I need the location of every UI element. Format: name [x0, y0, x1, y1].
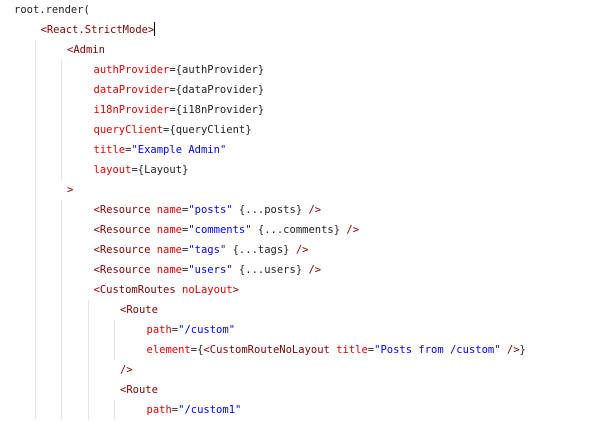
code-line: <Resource name="posts" {...posts} /> [94, 200, 322, 220]
code-line: <Resource name="tags" {...tags} /> [94, 240, 309, 260]
code-token-attr: authProvider [93, 64, 170, 76]
code-token-text: ={dataProvider} [169, 84, 265, 96]
indent-guide [61, 60, 62, 180]
code-token-text: = [182, 264, 189, 276]
text-cursor [154, 22, 156, 36]
code-token-value: "/custom" [178, 324, 236, 336]
code-token-text: = [182, 204, 189, 216]
code-token-attr: title [93, 144, 126, 156]
code-token-text: = [125, 144, 132, 156]
code-line: <Route [120, 380, 158, 400]
code-token-text: root.render( [14, 4, 90, 16]
code-token-tag: /> [308, 264, 322, 276]
code-line: /> [120, 360, 133, 380]
code-token-tag: > [232, 284, 239, 296]
code-line: authProvider={authProvider} [94, 60, 265, 80]
code-token-tag: /> [308, 204, 322, 216]
indent-guide [87, 300, 89, 420]
code-token-tag: <Route [120, 384, 158, 396]
code-token-text: = [182, 224, 189, 236]
code-token-value: "Example Admin" [131, 144, 227, 156]
code-token-value: "/custom1" [178, 404, 242, 416]
code-line: element={<CustomRouteNoLayout title="Pos… [147, 340, 526, 360]
indent-guide [114, 400, 115, 420]
code-token-text: = [171, 324, 179, 336]
code-line: > [67, 180, 73, 200]
code-token-tag: <Admin [67, 44, 105, 56]
code-token-attr: name [156, 224, 183, 236]
code-token-text: {...tags} [226, 244, 296, 256]
code-line: <React.StrictMode> [41, 20, 156, 40]
code-token-value: "Posts from /custom" [374, 344, 501, 356]
code-line: root.render( [14, 0, 90, 20]
code-token-attr: layout [93, 164, 132, 176]
code-token-tag: <Resource [93, 244, 157, 256]
code-line: <Route [120, 300, 158, 320]
code-token-attr: queryClient [93, 124, 164, 136]
code-token-text: {...users} [232, 264, 309, 276]
code-token-text: ={i18nProvider} [169, 104, 265, 116]
indent-guide [114, 320, 115, 360]
code-token-tag: /> [295, 244, 309, 256]
code-token-value: "posts" [188, 204, 233, 216]
code-token-text: ={Layout} [131, 164, 189, 176]
indent-guide [34, 40, 36, 420]
code-token-text: } [519, 344, 526, 356]
code-token-attr: name [156, 204, 183, 216]
code-token-text: = [182, 244, 189, 256]
code-token-text: {...posts} [232, 204, 309, 216]
code-line: <Resource name="comments" {...comments} … [94, 220, 360, 240]
code-token-text: = [171, 404, 179, 416]
code-token-attr: path [146, 404, 172, 416]
code-line: <CustomRoutes noLayout> [94, 280, 239, 300]
code-line: <Resource name="users" {...users} /> [94, 260, 322, 280]
code-token-attr: name [156, 244, 183, 256]
code-token-text: ={queryClient} [163, 124, 252, 136]
code-token-tag: /> [120, 364, 133, 376]
code-token-attr: title [336, 344, 368, 356]
code-line: path="/custom" [147, 320, 236, 340]
code-token-tag: <Resource [93, 224, 157, 236]
code-token-tag: <CustomRouteNoLayout [203, 344, 337, 356]
code-token-tag: <Resource [93, 204, 157, 216]
code-line: queryClient={queryClient} [94, 120, 252, 140]
code-token-attr: noLayout [182, 284, 233, 296]
indent-guide [61, 200, 62, 420]
code-token-value: "comments" [188, 224, 252, 236]
code-token-text: ={authProvider} [169, 64, 265, 76]
code-token-tag: <Resource [93, 264, 157, 276]
code-line: <Admin [67, 40, 105, 60]
code-token-attr: dataProvider [93, 84, 170, 96]
code-token-tag: <Route [120, 304, 158, 316]
code-line: path="/custom1" [147, 400, 242, 420]
code-token-value: "tags" [188, 244, 227, 256]
code-line: layout={Layout} [94, 160, 189, 180]
code-token-text: {...comments} [251, 224, 347, 236]
code-token-attr: name [156, 264, 183, 276]
code-token-tag: /> [346, 224, 360, 236]
code-token-attr: element [146, 344, 191, 356]
code-token-text: = [367, 344, 375, 356]
code-token-attr: i18nProvider [93, 104, 170, 116]
code-line: dataProvider={dataProvider} [94, 80, 265, 100]
code-token-tag: /> [506, 344, 520, 356]
code-line: i18nProvider={i18nProvider} [94, 100, 265, 120]
code-token-text: ={ [190, 344, 204, 356]
code-token-tag: <React.StrictMode> [40, 24, 155, 36]
code-line: title="Example Admin" [94, 140, 227, 160]
code-token-attr: path [146, 324, 172, 336]
code-token-tag: <CustomRoutes [93, 284, 183, 296]
code-token-tag: > [67, 184, 74, 196]
code-token-value: "users" [188, 264, 233, 276]
